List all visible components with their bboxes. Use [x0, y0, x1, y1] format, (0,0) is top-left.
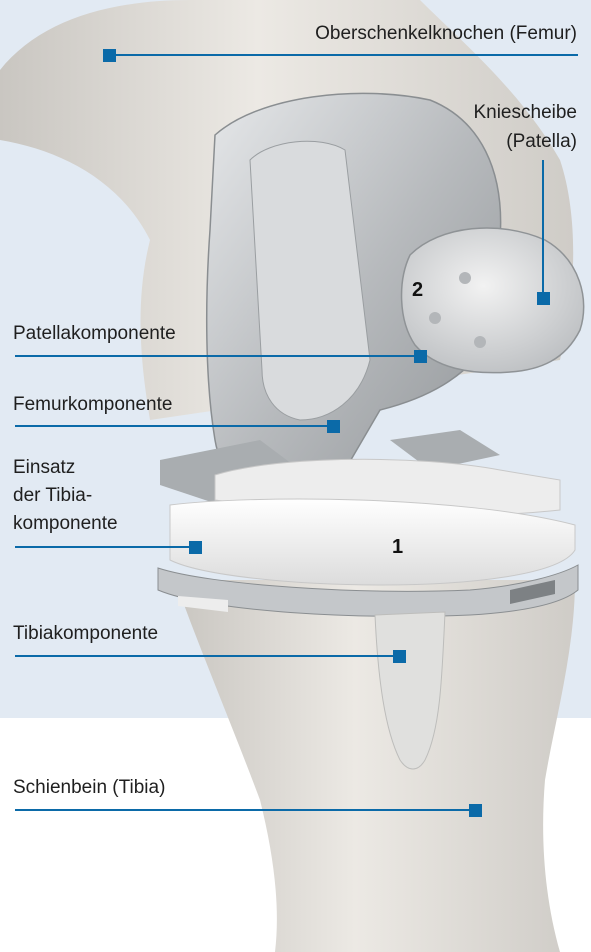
label-insert-line2: der Tibia-: [13, 482, 92, 509]
marker-tibia: [469, 804, 482, 817]
marker-insert: [189, 541, 202, 554]
marker-tibia-component: [393, 650, 406, 663]
marker-femur-component: [327, 420, 340, 433]
marker-number-1: 1: [392, 536, 403, 559]
label-insert-line1: Einsatz: [13, 454, 75, 481]
tibia-bone: [175, 580, 575, 952]
marker-patella: [537, 292, 550, 305]
label-tibia-component: Tibiakomponente: [13, 620, 158, 647]
label-tibia: Schienbein (Tibia): [13, 774, 165, 801]
patella-peg-2: [429, 312, 441, 324]
label-patella-line1: Kniescheibe: [473, 99, 577, 126]
marker-number-2: 2: [412, 279, 423, 302]
label-patella-component: Patellakomponente: [13, 320, 176, 347]
marker-femur: [103, 49, 116, 62]
label-femur: Oberschenkelknochen (Femur): [315, 20, 577, 47]
label-patella-line2: (Patella): [506, 128, 577, 155]
label-femur-component: Femurkomponente: [13, 391, 172, 418]
patella-shape: [402, 228, 584, 373]
label-insert-line3: komponente: [13, 510, 118, 537]
patella-peg-3: [474, 336, 486, 348]
marker-patella-component: [414, 350, 427, 363]
patella-peg-1: [459, 272, 471, 284]
